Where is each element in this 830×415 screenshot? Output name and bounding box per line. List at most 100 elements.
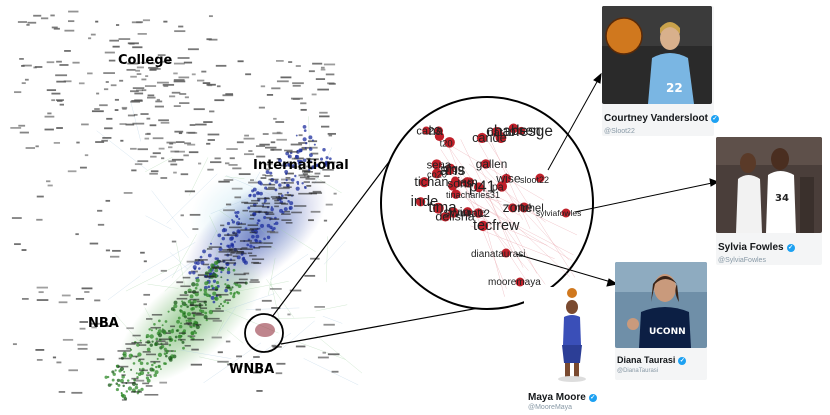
node-mark	[194, 286, 198, 290]
node-mark	[114, 369, 117, 372]
zoom-node	[476, 132, 488, 144]
node-mark	[77, 347, 88, 350]
profile-name[interactable]: Diana Taurasi✓	[617, 355, 687, 365]
node-mark	[22, 64, 32, 67]
zoom-node	[508, 123, 519, 134]
profile-card-vandersloot[interactable]: 22 Courtney Vandersloot✓ @Sloot22	[602, 6, 719, 136]
node-mark	[308, 147, 313, 151]
node-mark	[156, 357, 159, 360]
node-mark	[139, 369, 148, 372]
node-mark	[224, 162, 230, 165]
profile-card-fowles[interactable]: 34 Sylvia Fowles✓ @SylviaFowles	[716, 137, 822, 265]
node-mark	[132, 87, 145, 90]
node-mark	[157, 54, 166, 57]
node-mark	[64, 50, 71, 52]
profile-card-moore[interactable]: Maya Moore✓ @MooreMaya	[524, 287, 610, 412]
node-mark	[146, 353, 157, 356]
node-mark	[282, 162, 287, 167]
edge	[161, 259, 197, 282]
zoom-node	[473, 208, 484, 218]
node-mark	[244, 153, 255, 156]
node-mark	[290, 97, 303, 100]
node-mark	[218, 247, 223, 251]
node-mark	[155, 337, 159, 341]
node-mark	[105, 81, 109, 83]
network-cloud	[10, 10, 363, 401]
node-mark	[134, 92, 144, 95]
node-mark	[304, 274, 316, 277]
node-mark	[173, 105, 181, 108]
profile-handle[interactable]: @DianaTaurasi	[617, 368, 659, 374]
profile-handle[interactable]: @MooreMaya	[528, 404, 573, 411]
node-mark	[228, 226, 242, 229]
profile-name[interactable]: Sylvia Fowles✓	[718, 242, 795, 253]
node-mark	[44, 115, 55, 118]
node-mark	[147, 62, 155, 65]
node-mark	[302, 171, 313, 173]
node-mark	[271, 87, 281, 90]
node-mark	[187, 318, 192, 323]
node-mark	[181, 340, 185, 344]
node-mark	[179, 102, 190, 104]
node-mark	[179, 305, 183, 308]
label-dianataurasi: dianataurasi	[471, 249, 525, 260]
node-mark	[309, 160, 312, 163]
node-mark	[40, 17, 49, 20]
node-mark	[235, 214, 238, 218]
profile-name[interactable]: Maya Moore✓	[528, 392, 597, 403]
node-mark	[104, 127, 113, 130]
node-mark	[193, 108, 205, 111]
node-mark	[207, 168, 214, 171]
node-mark	[187, 48, 199, 51]
node-mark	[255, 234, 260, 239]
profile-handle[interactable]: @Sloot22	[604, 128, 635, 135]
node-mark	[210, 263, 215, 268]
node-mark	[163, 362, 166, 365]
node-mark	[265, 170, 270, 174]
node-mark	[283, 197, 288, 199]
node-mark	[112, 372, 116, 376]
node-mark	[230, 252, 235, 254]
wnba-cluster	[255, 323, 275, 337]
node-mark	[147, 94, 155, 97]
node-mark	[254, 238, 258, 242]
node-mark	[266, 163, 271, 166]
node-mark	[263, 237, 266, 241]
node-mark	[197, 276, 200, 279]
node-mark	[205, 318, 208, 322]
zoom-edge	[477, 163, 538, 274]
edge	[125, 263, 180, 292]
node-mark	[171, 158, 184, 161]
node-mark	[258, 227, 261, 230]
node-mark	[263, 242, 273, 244]
profile-handle[interactable]: @SylviaFowles	[718, 257, 766, 264]
node-mark	[165, 349, 169, 353]
node-mark	[173, 300, 178, 305]
node-mark	[150, 326, 161, 329]
profile-name[interactable]: Courtney Vandersloot✓	[604, 113, 719, 124]
node-mark	[184, 96, 189, 99]
node-mark	[252, 193, 257, 198]
node-mark	[183, 312, 186, 315]
zoom-cluster-label: tichan	[414, 174, 448, 189]
node-mark	[208, 38, 218, 41]
profile-card-taurasi[interactable]: UCONN Diana Taurasi✓ @DianaTaurasi	[615, 262, 707, 380]
node-mark	[241, 257, 246, 261]
node-mark	[215, 280, 220, 285]
node-mark	[81, 287, 93, 290]
node-mark	[51, 99, 56, 102]
node-mark	[173, 72, 178, 75]
node-mark	[274, 205, 279, 208]
node-mark	[25, 147, 36, 149]
node-mark	[302, 158, 307, 163]
node-mark	[319, 157, 324, 161]
node-mark	[144, 85, 157, 87]
node-mark	[52, 356, 57, 359]
node-mark	[192, 314, 196, 318]
node-mark	[285, 221, 293, 224]
node-mark	[179, 93, 187, 95]
node-mark	[121, 106, 128, 109]
node-mark	[219, 260, 225, 263]
node-mark	[184, 315, 187, 319]
wnba-label: WNBA	[229, 362, 274, 377]
